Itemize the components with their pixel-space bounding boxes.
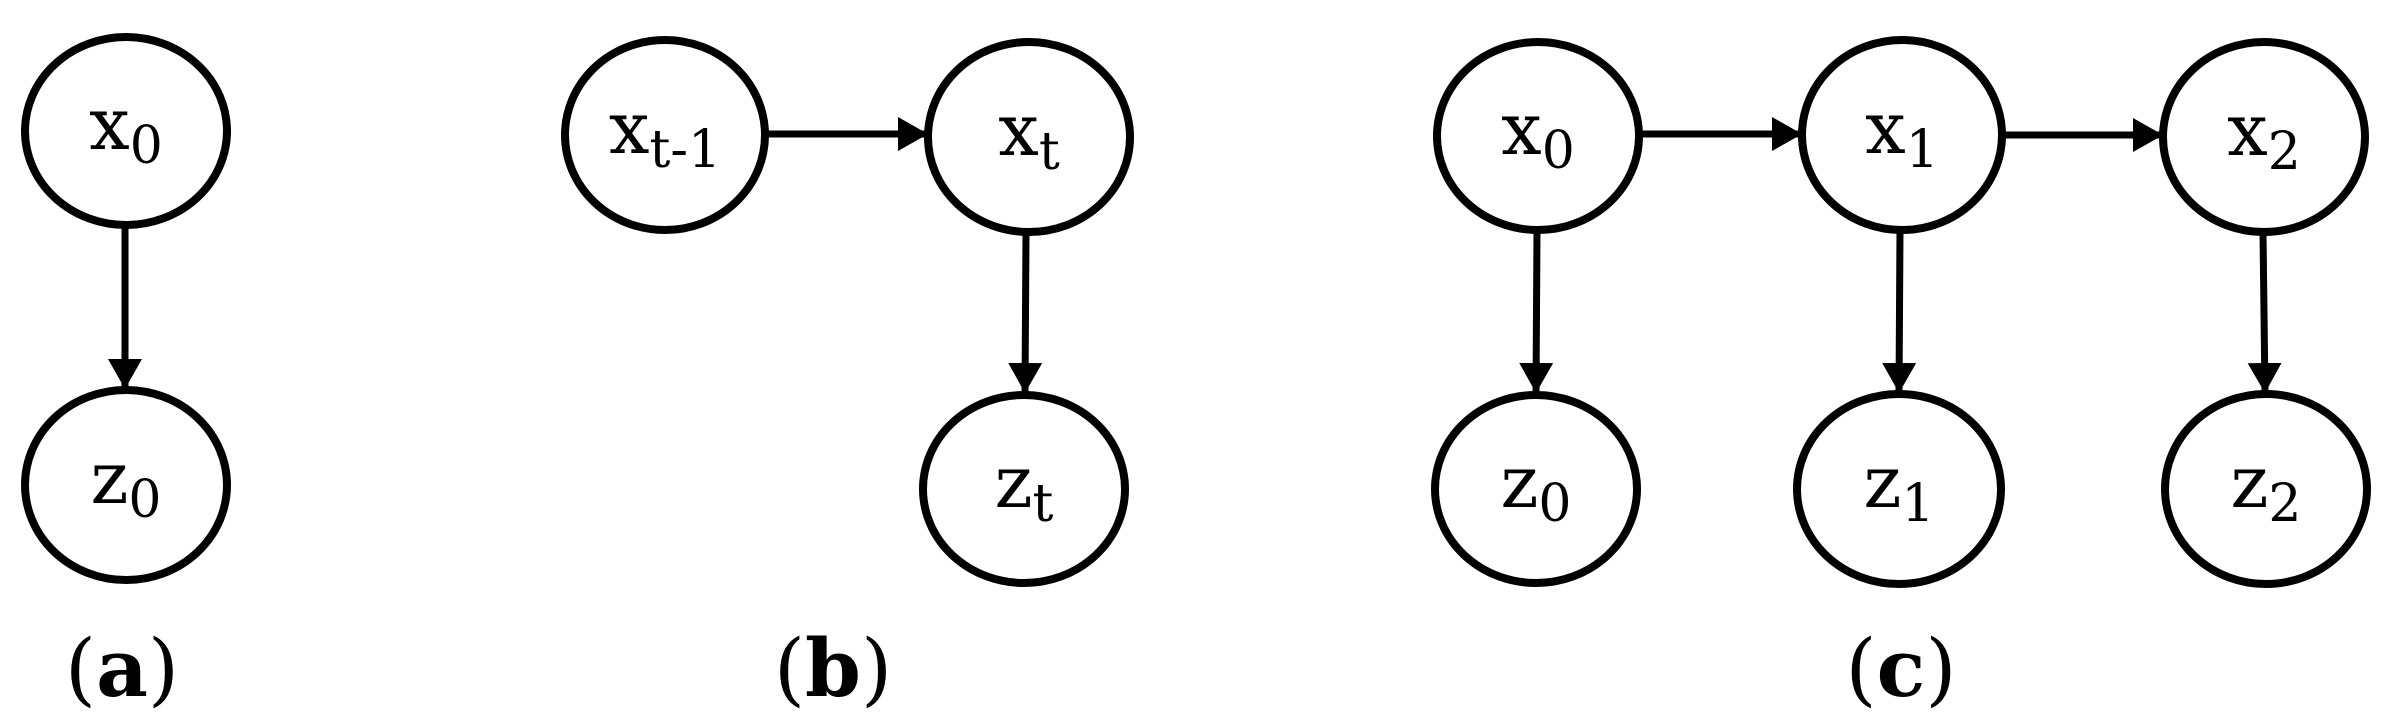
node-label: zt <box>995 440 1054 534</box>
node-c-z0: z0 <box>1431 391 1641 587</box>
node-label: z2 <box>2230 440 2301 534</box>
panel-caption-c: (c) <box>1845 621 1956 715</box>
node-label: z1 <box>1863 440 1934 534</box>
node-circle <box>924 38 1134 236</box>
node-circle <box>21 33 231 229</box>
node-b-zt: zt <box>919 391 1129 587</box>
node-label: x1 <box>1865 86 1939 180</box>
node-circle <box>1798 36 2006 234</box>
edge-arrow-x1-to-z1 <box>1882 229 1917 394</box>
node-a-x0: x0 <box>21 33 231 229</box>
panel-b: xt-1 xt zt (b) <box>561 36 1134 715</box>
panel-c: x0 x1 x2 z0 z1 z2 (c) <box>1431 36 2371 715</box>
node-label: xt <box>998 88 1060 182</box>
edge-arrow-x2-to-z2 <box>2247 231 2282 394</box>
node-label: xt-1 <box>609 86 721 180</box>
node-b-xt-1: xt-1 <box>561 36 769 234</box>
panel-a: x0 z0 (a) <box>21 33 231 715</box>
node-circle <box>21 386 231 584</box>
node-label: z0 <box>1500 440 1571 534</box>
node-circle <box>2159 38 2369 236</box>
node-circle <box>1433 38 1643 234</box>
node-a-z0: z0 <box>21 386 231 584</box>
panel-caption-b: (b) <box>774 621 892 715</box>
node-circle <box>561 36 769 234</box>
node-c-x0: x0 <box>1433 38 1643 234</box>
node-circle <box>919 391 1129 587</box>
node-b-xt: xt <box>924 38 1134 236</box>
edge-arrow-xt-to-zt <box>1008 232 1043 394</box>
node-c-x2: x2 <box>2159 38 2369 236</box>
node-label: x0 <box>89 82 163 176</box>
node-c-x1: x1 <box>1798 36 2006 234</box>
node-c-z2: z2 <box>2161 390 2371 588</box>
node-label: z0 <box>90 436 161 530</box>
node-label: x0 <box>1501 87 1575 181</box>
node-label: x2 <box>2227 88 2301 182</box>
edge-arrow-x0-to-z0 <box>1519 229 1554 394</box>
panel-caption-a: (a) <box>65 621 179 715</box>
node-circle <box>2161 390 2371 588</box>
node-circle <box>1793 390 2005 588</box>
node-circle <box>1431 391 1641 587</box>
node-c-z1: z1 <box>1793 390 2005 588</box>
